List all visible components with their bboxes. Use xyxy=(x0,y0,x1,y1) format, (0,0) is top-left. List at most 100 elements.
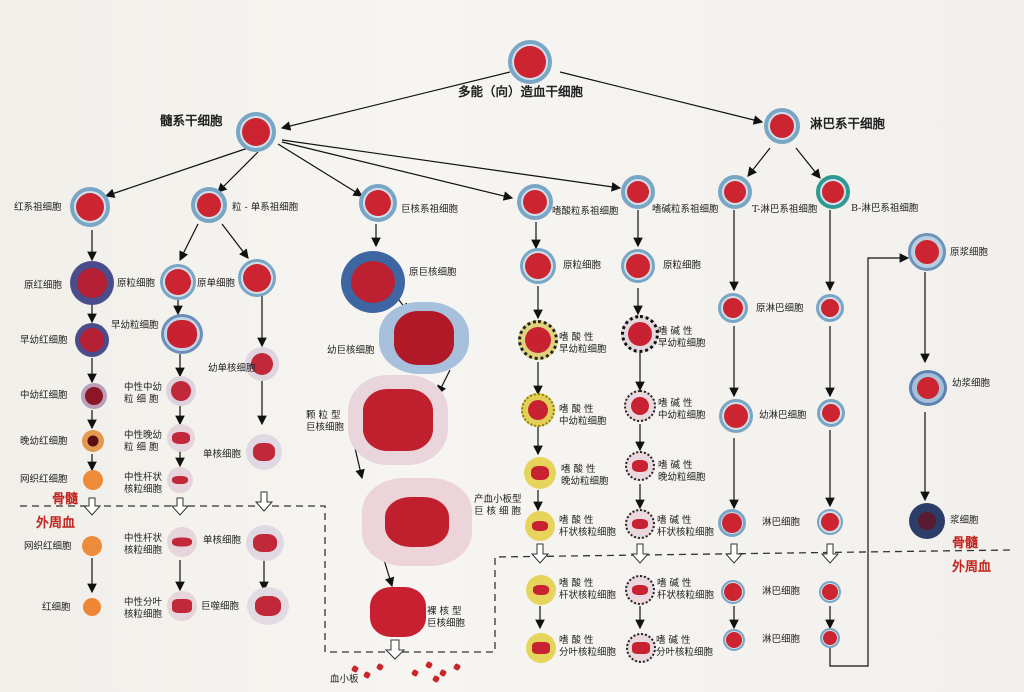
label-monoblast: 原单细胞 xyxy=(197,278,236,289)
label-basophilic-normoblast: 早幼红细胞 xyxy=(20,335,68,346)
label-proplasmacyte: 幼浆细胞 xyxy=(952,378,991,389)
monoblast-cell xyxy=(238,259,276,297)
label-plasmablast: 原浆细胞 xyxy=(950,247,989,258)
erythrocyte-cell xyxy=(83,598,101,616)
label-lymphoblast: 原淋巴细胞 xyxy=(756,303,804,314)
label-neut-metamyelocyte: 中性晚幼 粒 细 胞 xyxy=(124,430,163,453)
label-orthochromatic-normoblast: 晚幼红细胞 xyxy=(20,436,68,447)
promyelocyte-cell xyxy=(161,314,203,354)
neut-metamyelocyte-cell xyxy=(167,424,195,452)
label-lymphocyte-bm: 淋巴细胞 xyxy=(762,517,801,528)
neut-seg-cell xyxy=(167,591,197,621)
prolymphocyte-b-cell xyxy=(817,399,845,427)
label-monocyte-bm: 单核细胞 xyxy=(203,449,242,460)
label-reticulocyte-pb: 网织红细胞 xyxy=(24,541,72,552)
label-baso-myeloblast: 原粒细胞 xyxy=(663,260,702,271)
eo-promyelocyte-cell xyxy=(518,320,558,360)
label-lymphoid-stem: 淋巴系干细胞 xyxy=(810,116,886,131)
eo-band-pb-cell xyxy=(526,575,556,605)
label-mk-prog: 巨核系祖细胞 xyxy=(401,204,459,215)
label-eo-myelocyte: 嗜 酸 性 中幼粒细胞 xyxy=(559,404,607,427)
label-eo-seg: 嗜 酸 性 分叶核粒细胞 xyxy=(559,635,617,658)
eo-myelocyte-cell xyxy=(521,393,555,427)
label-promegakaryocyte: 幼巨核细胞 xyxy=(327,345,375,356)
macrophage-cell xyxy=(247,587,289,625)
lymphocyte-bm-b-cell xyxy=(817,509,843,535)
promonocyte-cell xyxy=(245,347,279,381)
lymphocyte-bm-t-cell xyxy=(718,509,746,537)
label-polychromatic-normoblast: 中幼红细胞 xyxy=(20,390,68,401)
label-baso-metamyelocyte: 嗜 碱 性 晚幼粒细胞 xyxy=(658,460,706,483)
label-neut-band-bm: 中性杆状 核粒细胞 xyxy=(124,472,163,495)
eo-seg-cell xyxy=(526,633,556,663)
zone-peripheral-blood-left: 外周血 xyxy=(36,516,76,531)
reticulocyte-pb-cell xyxy=(82,536,102,556)
eo-metamyelocyte-cell xyxy=(524,457,556,489)
baso-myeloblast-cell xyxy=(621,249,655,283)
platelet-producing-mk-cell xyxy=(362,478,472,566)
label-myeloblast: 原粒细胞 xyxy=(117,278,156,289)
myeloid-stem-cell xyxy=(236,112,276,152)
zone-peripheral-blood-right: 外周血 xyxy=(952,560,992,575)
label-lymphocyte-pb2: 淋巴细胞 xyxy=(762,634,801,645)
megakaryoblast-cell xyxy=(341,251,405,313)
zone-bone-marrow-right: 骨髓 xyxy=(952,536,979,551)
baso-metamyelocyte-cell xyxy=(625,451,655,481)
t-progenitor-cell xyxy=(718,175,752,209)
label-platelet-producing-mk: 产血小板型 巨 核 细 胞 xyxy=(474,494,522,517)
label-promyelocyte: 早幼粒细胞 xyxy=(111,320,159,331)
promegakaryocyte-cell xyxy=(379,302,469,374)
label-b-prog: B-淋巴系祖细胞 xyxy=(851,203,919,214)
label-baso-prog: 嗜碱粒系祖细胞 xyxy=(652,204,719,215)
boundary-line xyxy=(20,505,1011,653)
label-plasma-cell: 浆细胞 xyxy=(950,515,979,526)
baso-progenitor-cell xyxy=(621,175,655,209)
label-promonocyte: 幼单核细胞 xyxy=(208,363,256,374)
label-erythroid-prog: 红系祖细胞 xyxy=(14,202,62,213)
label-neut-seg: 中性分叶 核粒细胞 xyxy=(124,597,163,620)
label-gm-prog: 粒 - 单系祖细胞 xyxy=(232,202,299,213)
eo-progenitor-cell xyxy=(517,184,553,220)
polychromatic-normoblast-cell xyxy=(81,383,107,409)
label-eo-prog: 嗜酸粒系祖细胞 xyxy=(552,206,619,217)
granular-mk-cell xyxy=(348,375,448,465)
orthochromatic-normoblast-cell xyxy=(82,430,104,452)
label-proerythroblast: 原红细胞 xyxy=(24,280,63,291)
label-megakaryoblast: 原巨核细胞 xyxy=(409,267,457,278)
label-eo-band-bm: 嗜 酸 性 杆状核粒细胞 xyxy=(559,515,617,538)
b-progenitor-cell xyxy=(816,175,850,209)
neut-band-bm-cell xyxy=(167,467,193,493)
label-lymphocyte-pb1: 淋巴细胞 xyxy=(762,586,801,597)
baso-myelocyte-cell xyxy=(624,390,656,422)
label-baso-promyelocyte: 嗜 碱 性 早幼粒细胞 xyxy=(658,326,706,349)
label-platelet: 血小板 xyxy=(330,674,359,685)
baso-seg-cell xyxy=(626,633,656,663)
lymphocyte-pb1-b-cell xyxy=(819,581,841,603)
lymphocyte-pb2-b-cell xyxy=(820,628,840,648)
label-monocyte-pb: 单核细胞 xyxy=(203,535,242,546)
baso-band-bm-cell xyxy=(625,509,655,539)
eo-myeloblast-cell xyxy=(520,248,556,284)
label-erythrocyte: 红细胞 xyxy=(42,602,71,613)
label-eo-myeloblast: 原粒细胞 xyxy=(563,260,602,271)
label-baso-band-pb: 嗜 碱 性 杆状核粒细胞 xyxy=(657,578,715,601)
baso-promyelocyte-cell xyxy=(621,315,659,353)
lymphocyte-pb1-t-cell xyxy=(721,580,745,604)
erythroid-progenitor-cell xyxy=(70,187,110,227)
lymphoblast-b-cell xyxy=(816,294,844,322)
label-macrophage: 巨噬细胞 xyxy=(201,601,240,612)
label-hsc: 多能（向）造血干细胞 xyxy=(458,84,584,99)
label-baso-myelocyte: 嗜 碱 性 中幼粒细胞 xyxy=(658,398,706,421)
prolymphocyte-t-cell xyxy=(719,399,753,433)
baso-band-pb-cell xyxy=(625,575,655,605)
reticulocyte-bm-cell xyxy=(83,470,103,490)
label-prolymphocyte: 幼淋巴细胞 xyxy=(759,410,807,421)
lymphoblast-cell xyxy=(718,293,748,323)
label-baso-seg: 嗜 碱 性 分叶核粒细胞 xyxy=(656,635,714,658)
label-neut-myelocyte: 中性中幼 粒 细 胞 xyxy=(124,382,163,405)
neut-myelocyte-cell xyxy=(166,376,196,406)
eo-band-bm-cell xyxy=(525,511,555,541)
label-eo-metamyelocyte: 嗜 酸 性 晚幼粒细胞 xyxy=(561,464,609,487)
